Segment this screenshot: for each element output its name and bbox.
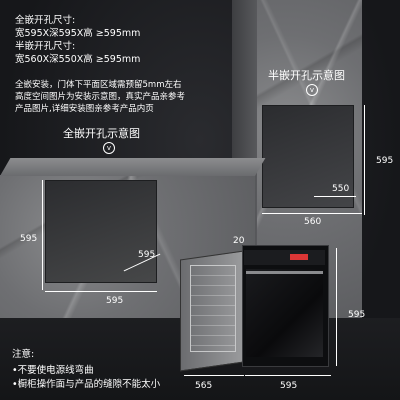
half-height-dim-line xyxy=(364,105,365,215)
full-spec-title: 全嵌开孔尺寸: xyxy=(15,15,76,26)
half-outer-width-dim: 560 xyxy=(304,217,322,227)
oven-width-dim-line xyxy=(245,375,331,376)
half-inner-width-dim: 550 xyxy=(332,184,350,194)
note-item: •橱柜操作面与产品的缝隙不能太小 xyxy=(12,379,161,390)
install-note-line3: 产品图片,详细安装图亲参考产品内页 xyxy=(15,104,154,114)
half-height-dim: 595 xyxy=(376,156,394,166)
oven-depth-dim: 565 xyxy=(195,381,213,391)
full-spec-dims: 宽595X深595X高 ≥595mm xyxy=(15,28,141,39)
half-inner-width-dim-line xyxy=(314,196,356,197)
full-height-dim-line xyxy=(42,180,43,290)
half-spec-title: 半嵌开孔尺寸: xyxy=(15,41,76,52)
oven xyxy=(180,245,330,372)
half-spec-dims: 宽560X深550X高 ≥595mm xyxy=(15,54,141,65)
oven-width-dim: 595 xyxy=(280,381,298,391)
oven-gap-dim: 20 xyxy=(233,236,245,246)
half-outer-width-dim-line xyxy=(262,213,362,214)
oven-display xyxy=(290,254,308,260)
oven-door-glass xyxy=(246,269,323,357)
install-note-line2: 高度空间图片为安装示意图，真实产品亲参考 xyxy=(15,92,186,102)
full-embed-opening xyxy=(45,180,157,283)
install-note-line1: 全嵌安装，门体下平面区域需预留5mm左右 xyxy=(15,80,182,90)
full-embed-cabinet-top xyxy=(0,158,266,176)
full-embed-caption: 全嵌开孔示意图 xyxy=(63,127,140,140)
oven-height-dim: 595 xyxy=(348,310,366,320)
oven-height-dim-line xyxy=(336,248,337,366)
oven-depth-dim-line xyxy=(184,375,244,376)
full-width-dim: 595 xyxy=(106,296,124,306)
half-embed-opening xyxy=(262,105,354,208)
note-item: •不要使电源线弯曲 xyxy=(12,365,94,376)
chevron-down-icon: v xyxy=(103,142,115,154)
oven-control-strip xyxy=(244,250,325,265)
full-depth-dim: 595 xyxy=(138,250,156,260)
chevron-down-icon: v xyxy=(306,84,318,96)
oven-handle xyxy=(246,271,323,274)
full-height-dim: 595 xyxy=(20,234,38,244)
oven-cavity-rack xyxy=(190,265,236,352)
notes-heading: 注意: xyxy=(12,349,35,360)
half-embed-caption: 半嵌开孔示意图 xyxy=(268,69,345,82)
full-width-dim-line xyxy=(45,291,157,292)
